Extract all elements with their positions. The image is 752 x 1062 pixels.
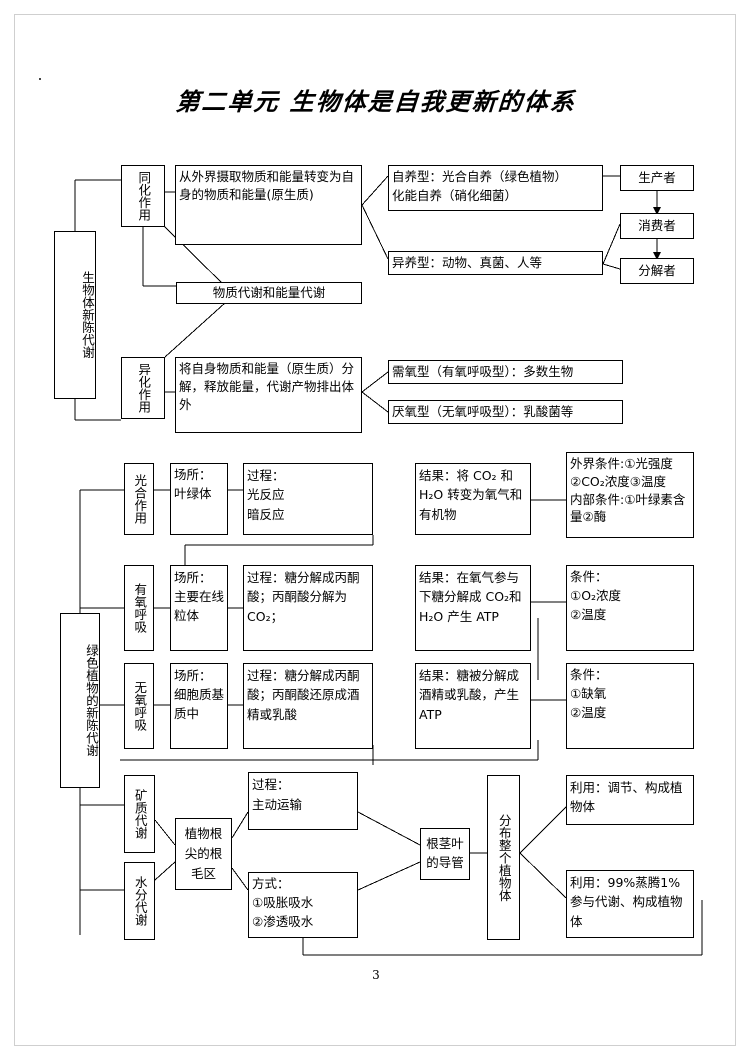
box-aerobic-conditions: 条件： ①O₂浓度 ②温度 (566, 565, 694, 651)
page-title: 第二单元 生物体是自我更新的体系 (174, 87, 578, 116)
box-aerobic-process: 过程：糖分解成丙酮酸；丙酮酸分解为 CO₂； (243, 565, 373, 651)
box-consumer: 消费者 (620, 213, 694, 239)
box-root-hair-zone: 植物根尖的根毛区 (175, 818, 232, 890)
box-assimilation: 同化作用 (121, 165, 165, 227)
box-producer: 生产者 (620, 165, 694, 191)
box-aerobic-type: 需氧型（有氧呼吸型）：多数生物 (388, 360, 623, 384)
box-heterotroph-type: 异养型：动物、真菌、人等 (388, 251, 603, 275)
box-water-usage: 利用：99%蒸腾1%参与代谢、构成植物体 (566, 870, 694, 938)
box-photosynthesis: 光合作用 (124, 463, 154, 535)
page-border (14, 14, 736, 1046)
box-anaerobic-respiration: 无氧呼吸 (124, 663, 154, 749)
box-mineral-metabolism: 矿质代谢 (124, 775, 155, 853)
box-distribution: 分布整个植物体 (487, 775, 520, 940)
box-active-transport-process: 过程： 主动运输 (248, 772, 358, 830)
box-decomposer: 分解者 (620, 258, 694, 284)
box-anaerobic-result: 结果：糖被分解成酒精或乳酸，产生ATP (415, 663, 531, 749)
box-aerobic-respiration: 有氧呼吸 (124, 565, 154, 651)
box-aerobic-result: 结果：在氧气参与下糖分解成 CO₂和 H₂O 产生 ATP (415, 565, 531, 651)
box-anaerobic-process: 过程：糖分解成丙酮酸；丙酮酸还原成酒精或乳酸 (243, 663, 373, 749)
box-autotroph-type: 自养型：光合自养（绿色植物） 化能自养（硝化细菌） (388, 165, 603, 211)
box-dissimilation: 异化作用 (121, 357, 165, 419)
box-anaerobic-place: 场所： 细胞质基质中 (170, 663, 228, 749)
box-material-energy-metabolism: 物质代谢和能量代谢 (176, 282, 362, 304)
box-water-metabolism: 水分代谢 (124, 862, 155, 940)
box-dissimilation-description: 将自身物质和能量（原生质）分解，释放能量，代谢产物排出体外 (175, 357, 362, 433)
page-dot-mark (39, 78, 41, 80)
box-assimilation-description: 从外界摄取物质和能量转变为自身的物质和能量(原生质) (175, 165, 362, 245)
box-absorption-mode: 方式： ①吸胀吸水 ②渗透吸水 (248, 872, 358, 938)
box-aerobic-place: 场所： 主要在线粒体 (170, 565, 228, 651)
box-photosynthesis-result: 结果：将 CO₂ 和 H₂O 转变为氧气和有机物 (415, 463, 531, 535)
box-green-plant-metabolism: 绿色植物的新陈代谢 (60, 613, 100, 788)
box-photosynthesis-process: 过程： 光反应 暗反应 (243, 463, 373, 535)
box-mineral-usage: 利用：调节、构成植物体 (566, 775, 694, 825)
box-photosynthesis-place: 场所： 叶绿体 (170, 463, 228, 535)
box-anaerobic-conditions: 条件： ①缺氧 ②温度 (566, 663, 694, 749)
box-photosynthesis-conditions: 外界条件:①光强度②CO₂浓度③温度 内部条件:①叶绿素含量②酶 (566, 452, 694, 538)
box-anaerobic-type: 厌氧型（无氧呼吸型）：乳酸菌等 (388, 400, 623, 424)
page-number: 3 (372, 968, 380, 982)
box-organism-metabolism: 生物体新陈代谢 (54, 231, 96, 399)
box-vessel: 根茎叶的导管 (420, 828, 470, 880)
